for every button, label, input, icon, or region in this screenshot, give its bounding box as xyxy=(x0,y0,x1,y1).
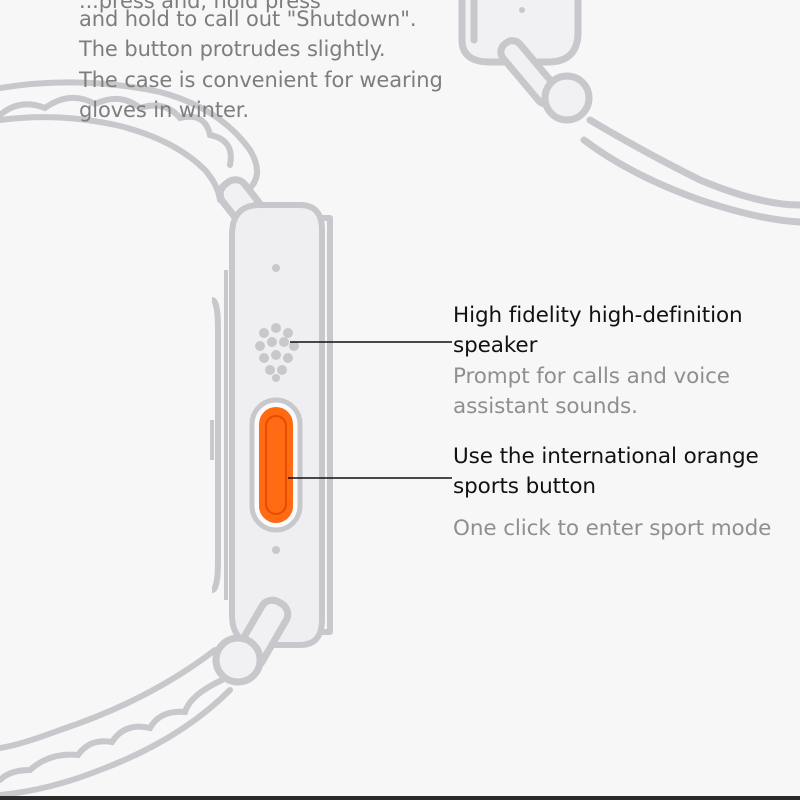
speaker-grille xyxy=(255,323,299,382)
speaker-desc-line-2: assistant sounds. xyxy=(453,394,638,419)
bottom-divider xyxy=(0,796,800,800)
top-note-line-4: gloves in winter. xyxy=(79,98,249,122)
top-note-line-partial: ...press and, hold press xyxy=(79,0,321,13)
sports-button-desc-line-1: One click to enter sport mode xyxy=(453,516,772,541)
callout-lines xyxy=(288,341,452,479)
top-note-line-2: The button protrudes slightly. xyxy=(79,37,386,61)
orange-sports-button xyxy=(249,397,303,533)
sports-button-title-line-1: Use the international orange xyxy=(453,444,759,469)
top-note-line-1: and hold to call out "Shutdown". xyxy=(79,7,417,31)
top-watch-partial xyxy=(458,0,800,226)
speaker-title-line-2: speaker xyxy=(453,333,538,358)
speaker-title-line-1: High fidelity high-definition xyxy=(453,303,743,328)
case-dots xyxy=(272,264,280,554)
speaker-desc-line-1: Prompt for calls and voice xyxy=(453,364,730,389)
sports-button-title-line-2: sports button xyxy=(453,474,596,499)
bottom-lug xyxy=(212,596,292,686)
band-top xyxy=(0,79,260,203)
band-bottom xyxy=(0,647,233,798)
top-note-line-3: The case is convenient for wearing xyxy=(79,68,443,92)
